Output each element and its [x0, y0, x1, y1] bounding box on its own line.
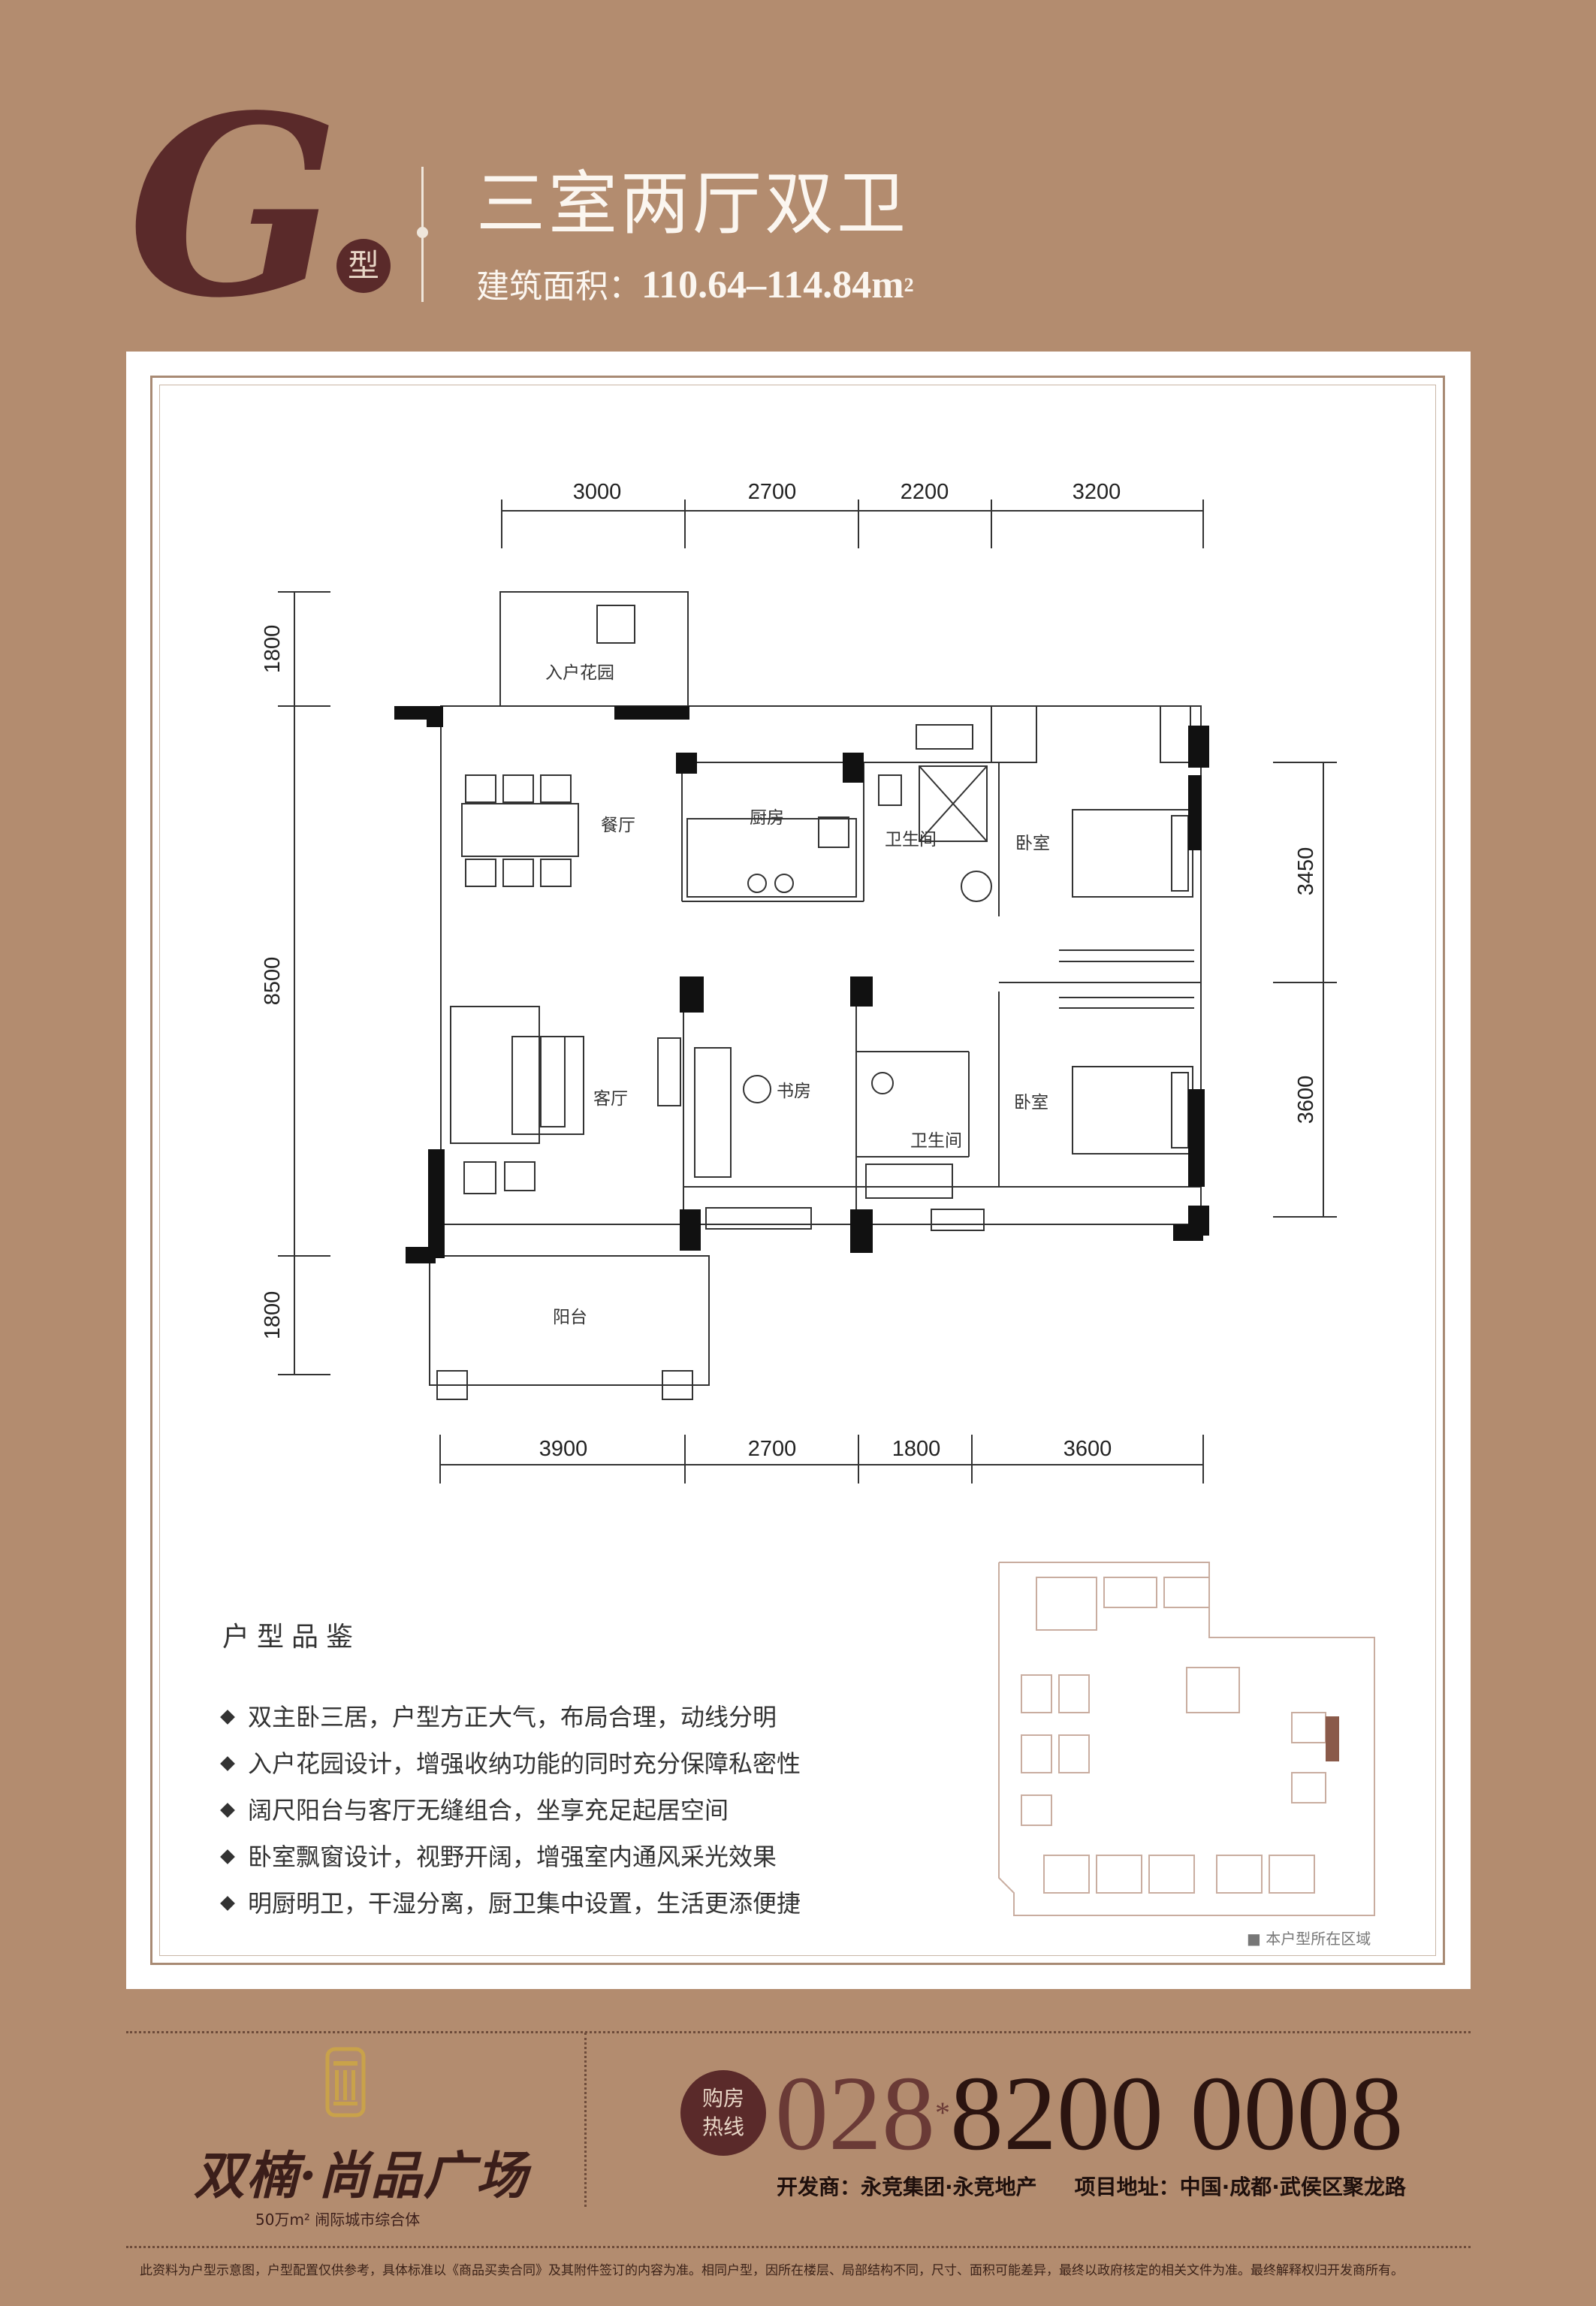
features-title: 户型品鉴	[222, 1622, 361, 1653]
dim-left-3: 1800	[261, 1291, 285, 1340]
header-divider-dot	[417, 227, 428, 238]
phone-asterisk: *	[935, 2096, 950, 2129]
plan-card	[126, 352, 1471, 1989]
feature-item: 双主卧三居，户型方正大气，布局合理，动线分明	[220, 1702, 777, 1732]
project-address: 项目地址：中国·成都·武侯区聚龙路	[1074, 2175, 1406, 2199]
diamond-bullet-icon	[220, 1710, 235, 1725]
area-value: 110.64–114.84m	[641, 264, 904, 306]
feature-item: 明厨明卫，干湿分离，厨卫集中设置，生活更添便捷	[220, 1888, 801, 1918]
diamond-bullet-icon	[220, 1803, 235, 1818]
dim-bottom-2: 2700	[748, 1437, 797, 1461]
feature-item: 入户花园设计，增强收纳功能的同时充分保障私密性	[220, 1749, 801, 1779]
brand-subtitle: 50万m² 闹际城市综合体	[255, 2211, 421, 2229]
footer-vertical-divider	[584, 2033, 587, 2207]
brand-name: 双楠·尚品广场	[194, 2146, 529, 2206]
site-plan-caption: ■ 本户型所在区域	[1247, 1930, 1371, 1948]
dim-top-2: 2700	[748, 480, 797, 504]
room-bathroom-1: 卫生间	[885, 830, 937, 850]
footer-dotted-divider	[126, 2246, 1471, 2248]
diamond-bullet-icon	[220, 1896, 235, 1911]
room-balcony: 阳台	[553, 1308, 587, 1327]
diamond-bullet-icon	[220, 1849, 235, 1864]
disclaimer: 此资料为户型示意图，户型配置仅供参考，具体标准以《商品买卖合同》及其附件签订的内…	[140, 2263, 1404, 2278]
hotline-badge: 购房 热线	[680, 2070, 766, 2156]
dim-left-2: 8500	[261, 957, 285, 1006]
current-unit-highlight	[1326, 1716, 1339, 1761]
layout-title: 三室两厅双卫	[476, 164, 910, 244]
phone-number: 8200 0008	[950, 2054, 1404, 2172]
area-row: 建筑面积：110.64–114.84m2	[476, 264, 914, 308]
feature-item: 阔尺阳台与客厅无缝组合，坐享充足起居空间	[220, 1795, 729, 1825]
room-entry-garden: 入户花园	[545, 663, 614, 683]
card-frame-outer	[150, 376, 1445, 1965]
dim-top-3: 2200	[901, 480, 949, 504]
room-bedroom-1: 卧室	[1015, 834, 1050, 853]
area-unit-superscript: 2	[904, 274, 914, 296]
dim-right-2: 3600	[1294, 1076, 1318, 1124]
dim-bottom-3: 1800	[892, 1437, 941, 1461]
phone-area-code: 028	[775, 2054, 935, 2172]
brand-emblem-icon	[325, 2047, 366, 2117]
dim-bottom-1: 3900	[539, 1437, 588, 1461]
type-letter: G	[128, 61, 339, 352]
room-bathroom-2: 卫生间	[910, 1131, 962, 1151]
room-study: 书房	[777, 1082, 811, 1101]
room-dining: 餐厅	[601, 816, 635, 835]
dim-right-1: 3450	[1294, 847, 1318, 896]
dim-left-1: 1800	[261, 625, 285, 674]
card-frame-inner	[159, 385, 1436, 1956]
room-kitchen: 厨房	[750, 808, 784, 828]
floor-plan: 入户花园 餐厅 厨房 卫生间 卧室 客厅 书房 卫生间 卧室 阳台 3000 2…	[261, 480, 1337, 1484]
hotline-phone[interactable]: 028*8200 0008	[775, 2057, 1404, 2169]
area-label: 建筑面积：	[476, 267, 641, 306]
site-plan-map	[998, 1562, 1375, 1916]
developer-name: 开发商：永竞集团·永竞地产	[777, 2175, 1037, 2199]
dim-top-4: 3200	[1073, 480, 1121, 504]
dim-top-1: 3000	[573, 480, 622, 504]
developer-info: 开发商：永竞集团·永竞地产 项目地址：中国·成都·武侯区聚龙路	[777, 2174, 1444, 2201]
type-badge: 型	[336, 239, 391, 293]
room-bedroom-2: 卧室	[1014, 1093, 1048, 1112]
dim-bottom-4: 3600	[1063, 1437, 1112, 1461]
diamond-bullet-icon	[220, 1756, 235, 1771]
room-living: 客厅	[593, 1089, 628, 1109]
footer-dotted-divider	[126, 2031, 1471, 2033]
feature-item: 卧室飘窗设计，视野开阔，增强室内通风采光效果	[220, 1842, 777, 1872]
